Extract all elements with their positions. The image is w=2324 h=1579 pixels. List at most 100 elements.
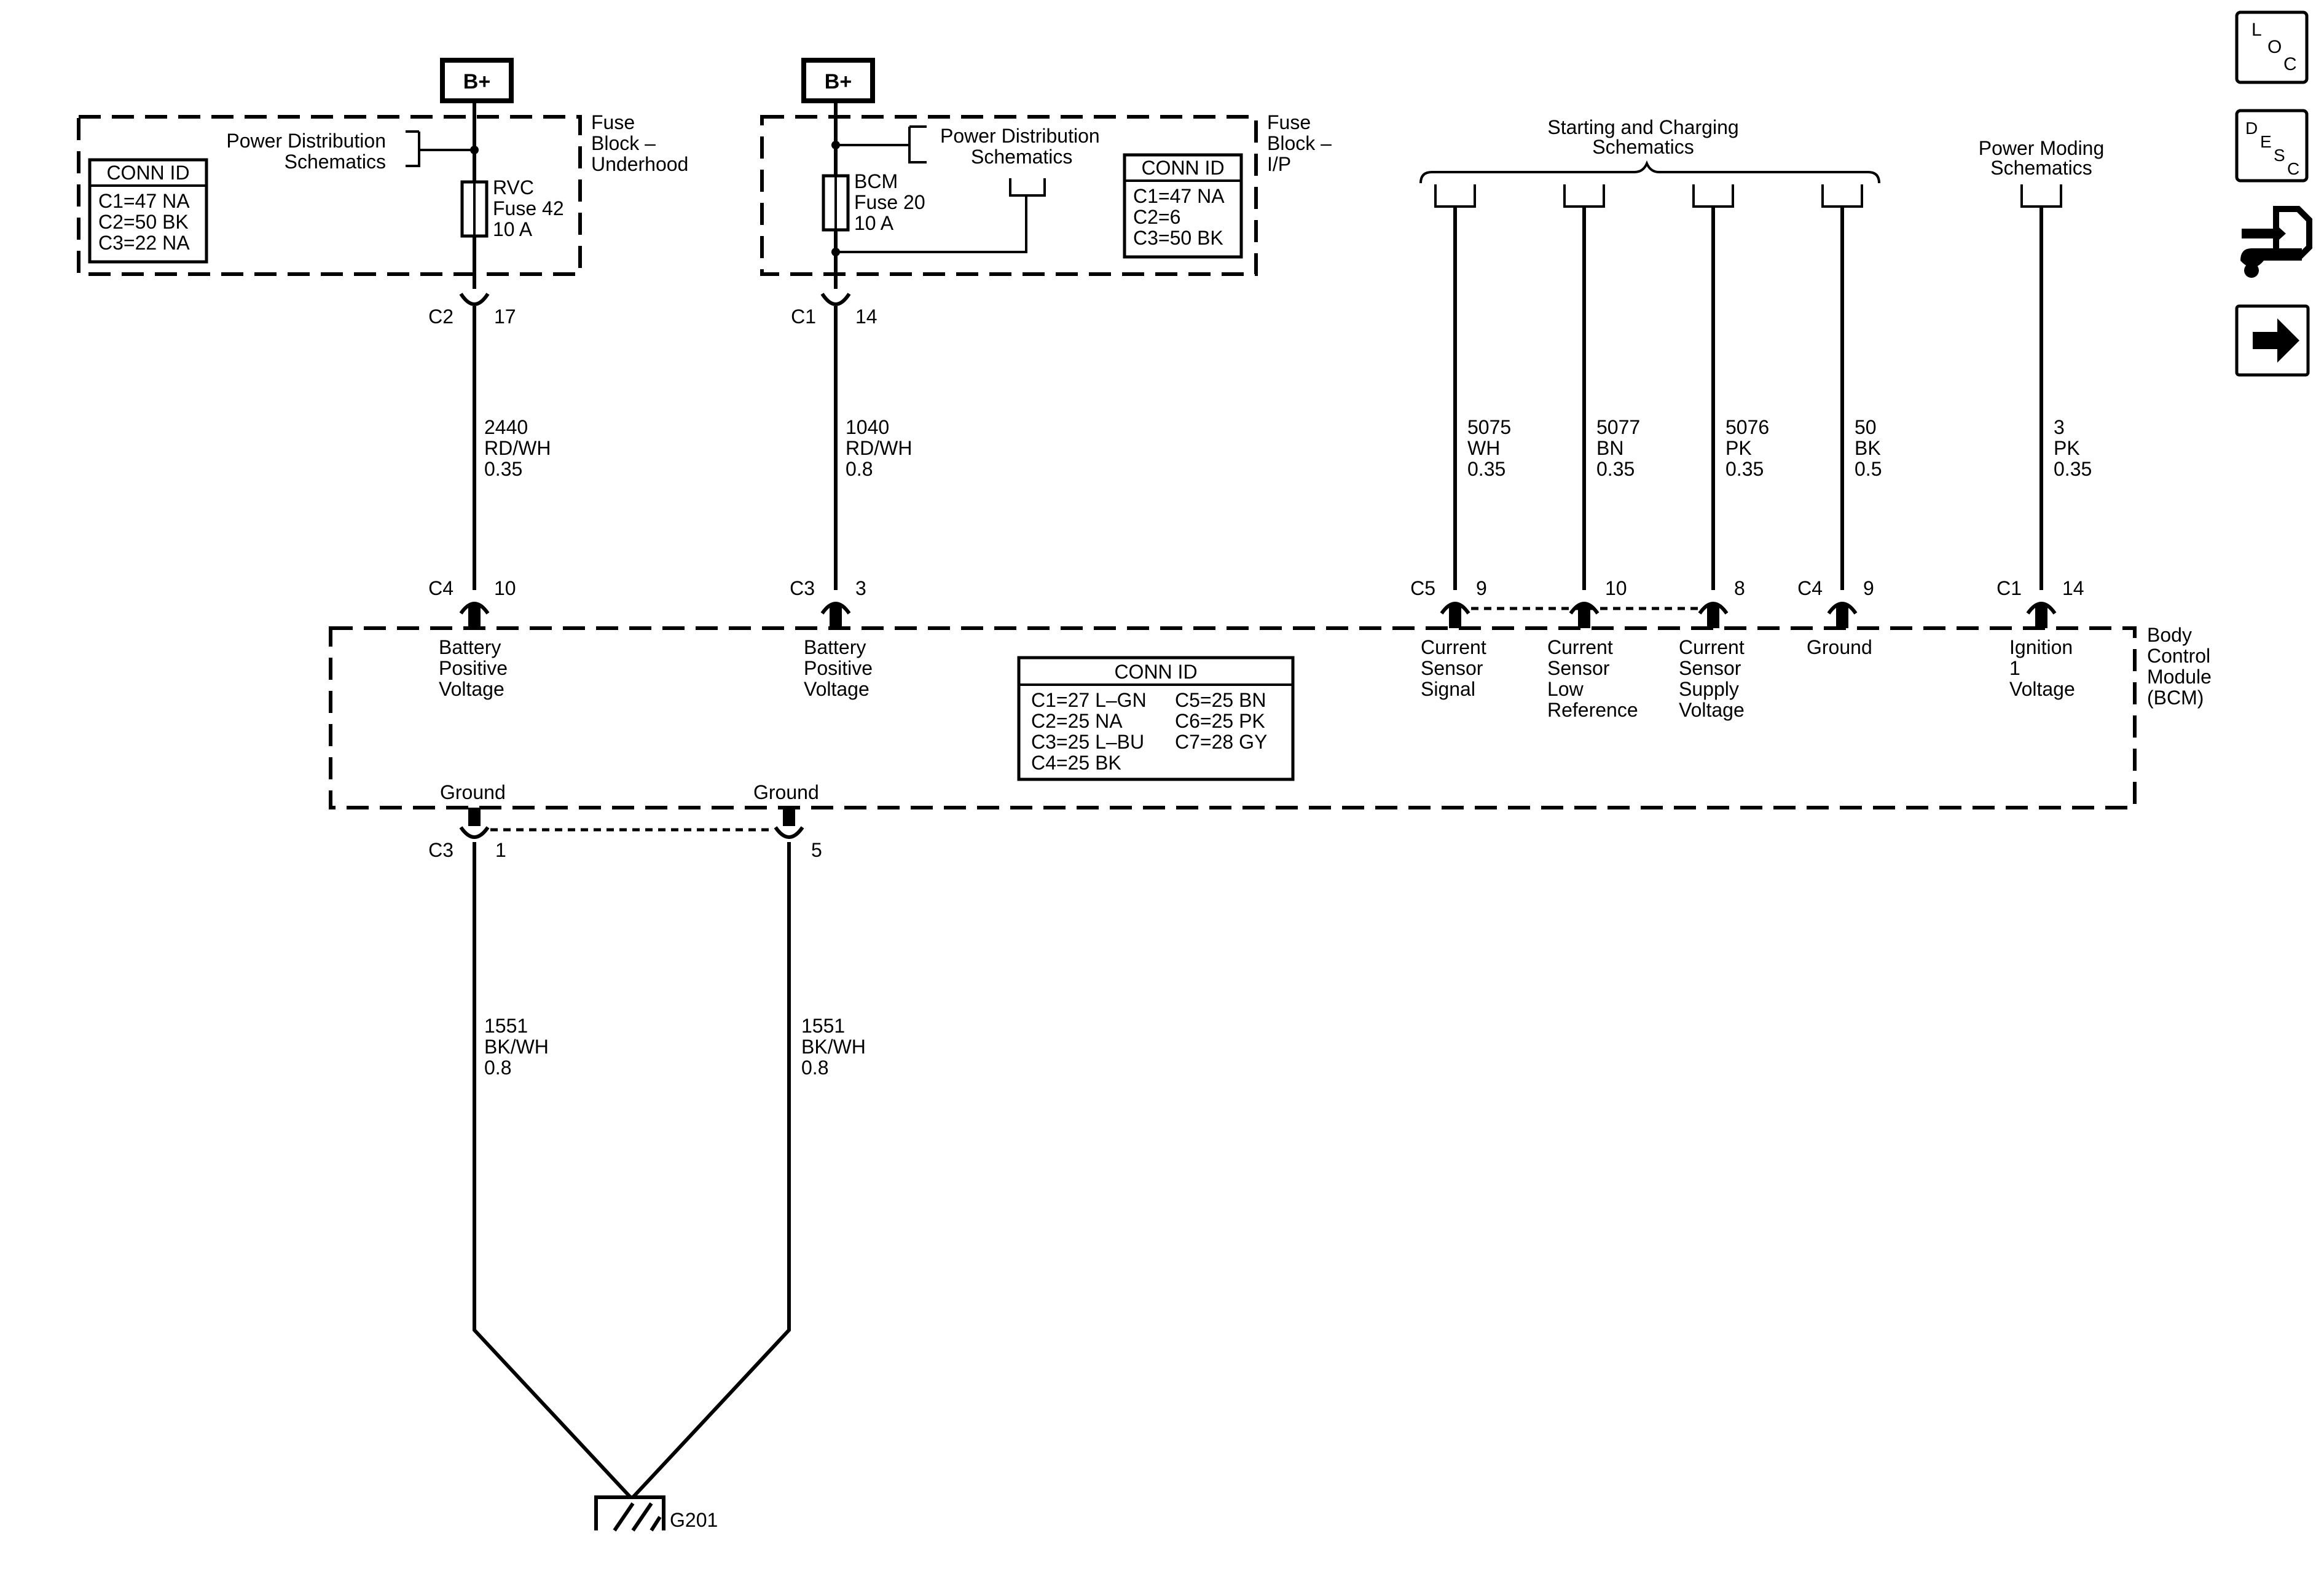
wire-label: PK (2054, 437, 2080, 459)
fuse-20-label-2: Fuse 20 (854, 191, 925, 213)
connector-id: C4 (428, 577, 453, 599)
fuse-block-underhood-title-3: Underhood (591, 153, 688, 175)
connector-end-view-icon[interactable] (2240, 206, 2312, 278)
wire-label: 0.35 (2054, 458, 2092, 480)
desc-letter: D (2245, 119, 2258, 138)
ground-label: G201 (670, 1509, 718, 1531)
ip-conn-id-row: C1=47 NA (1133, 185, 1225, 207)
ip-schematic-reference-1 (836, 125, 927, 163)
fuse-block-ip: Fuse Block – I/P B+ Power Distribution S… (760, 58, 1332, 328)
connector-pin: 8 (1734, 577, 1745, 599)
fuse-block-underhood: Fuse Block – Underhood B+ Power Distribu… (77, 58, 688, 328)
connector-pin: 17 (494, 305, 516, 328)
wire-label: 50 (1855, 416, 1877, 438)
fuse-20-label-3: 10 A (854, 212, 894, 234)
underhood-conn-id-title: CONN ID (106, 162, 189, 184)
wire-label: BK/WH (484, 1036, 549, 1058)
wires-upper: 2440 RD/WH 0.35 1040 RD/WH 0.8 5075 WH 0… (473, 207, 2092, 590)
pin-label: Positive (439, 657, 508, 679)
pin-label: Battery (804, 636, 866, 658)
connector-c3-3: C3 3 (790, 577, 866, 628)
underhood-power-dist-1: Power Distribution (226, 130, 386, 152)
wire-label: 0.8 (484, 1057, 511, 1079)
underhood-conn-id-box (88, 158, 208, 264)
wire-label: 0.35 (1596, 458, 1635, 480)
power-moding-label-2: Schematics (1990, 157, 2092, 179)
bcm-title-1: Body (2147, 624, 2192, 646)
connector-pin: 1 (495, 839, 506, 861)
connector-pin: 9 (1863, 577, 1874, 599)
connector-pin: 14 (2062, 577, 2084, 599)
pin-label: Voltage (804, 678, 870, 700)
wire-label: 5075 (1467, 416, 1511, 438)
connector-pin: 9 (1476, 577, 1487, 599)
ip-conn-id-row: C3=50 BK (1133, 227, 1223, 249)
bcm-top-connectors: C4 10 C3 3 C5 9 10 8 C4 9 (428, 577, 2084, 628)
pin-label: Positive (804, 657, 873, 679)
pin-label: Sensor (1421, 657, 1483, 679)
connector-id: C5 (1410, 577, 1435, 599)
starting-charging-brace (1419, 160, 1880, 184)
connector-pin: 3 (855, 577, 866, 599)
fuse-20-label-1: BCM (854, 170, 898, 192)
pin-label: Ignition (2009, 636, 2073, 658)
connector-pin: 10 (494, 577, 516, 599)
bcm-title-4: (BCM) (2147, 687, 2204, 709)
desc-button[interactable]: D E S C (2235, 109, 2309, 183)
pin-label: Battery (439, 636, 501, 658)
fuse-block-ip-title-3: I/P (1267, 153, 1291, 175)
wire-1551-a (473, 842, 632, 1499)
wire-label: PK (1725, 437, 1752, 459)
underhood-conn-id-row: C2=50 BK (98, 211, 189, 233)
wire-label: 5076 (1725, 416, 1769, 438)
fuse-block-ip-outline (760, 115, 1258, 276)
ground-circuit: C3 1 5 1551 BK/WH 0.8 1551 BK/WH 0.8 G20… (428, 808, 866, 1532)
body-control-module: Body Control Module (BCM) Battery Positi… (329, 624, 2212, 809)
power-moding-label-1: Power Moding (1979, 137, 2105, 159)
connector-c4-9: C4 9 (1797, 577, 1874, 628)
connector-c2-17 (459, 293, 490, 306)
loc-button[interactable]: L O C (2235, 10, 2309, 84)
ip-schematic-reference-2 (836, 178, 1046, 253)
wire-label: 0.8 (846, 458, 873, 480)
connector-c5-9: C5 9 (1410, 577, 1487, 628)
connector-id: C3 (790, 577, 815, 599)
loc-letter: C (2283, 54, 2297, 74)
fuse-42-label-3: 10 A (493, 218, 533, 240)
connector-c3-1: C3 1 (428, 808, 506, 861)
bcm-conn-id-row: C4=25 BK (1031, 752, 1121, 774)
pin-label: Current (1421, 636, 1486, 658)
wire-label: 0.35 (1725, 458, 1764, 480)
connector-c5-8: 8 (1698, 577, 1745, 628)
bplus-label-left: B+ (463, 70, 490, 93)
ip-power-dist-1: Power Distribution (940, 125, 1100, 147)
wire-label: 1551 (801, 1015, 845, 1037)
connector-id: C1 (791, 305, 816, 328)
bcm-title-2: Control (2147, 645, 2210, 667)
wire-label: 1551 (484, 1015, 528, 1037)
pin-label: 1 (2009, 657, 2020, 679)
next-page-button[interactable] (2235, 304, 2310, 377)
bcm-conn-id-box (1017, 656, 1295, 781)
connector-id: C1 (1996, 577, 2022, 599)
wire-label: 3 (2054, 416, 2065, 438)
ip-conn-id-box (1123, 153, 1243, 259)
chassis-ground-icon (594, 1495, 665, 1532)
ip-conn-id-title: CONN ID (1141, 157, 1224, 179)
bcm-conn-id-row: C5=25 BN (1175, 689, 1266, 711)
pin-label: Current (1679, 636, 1745, 658)
bcm-conn-id-row: C1=27 L–GN (1031, 689, 1147, 711)
fuse-block-ip-title-1: Fuse (1267, 111, 1311, 133)
underhood-power-dist-2: Schematics (285, 151, 386, 173)
wire-label: WH (1467, 437, 1500, 459)
bcm-conn-id-title: CONN ID (1114, 661, 1197, 683)
underhood-conn-id-row: C3=22 NA (98, 232, 190, 254)
fuse-block-ip-title-2: Block – (1267, 132, 1332, 154)
nav-icons: L O C D E S C (2235, 10, 2312, 377)
wire-label: 1040 (846, 416, 889, 438)
fuse-42-label-2: Fuse 42 (493, 197, 564, 219)
wire-label: 0.8 (801, 1057, 828, 1079)
connector-c4-10: C4 10 (428, 577, 516, 628)
ip-conn-id-row: C2=6 (1133, 206, 1180, 228)
underhood-conn-id-row: C1=47 NA (98, 190, 190, 212)
